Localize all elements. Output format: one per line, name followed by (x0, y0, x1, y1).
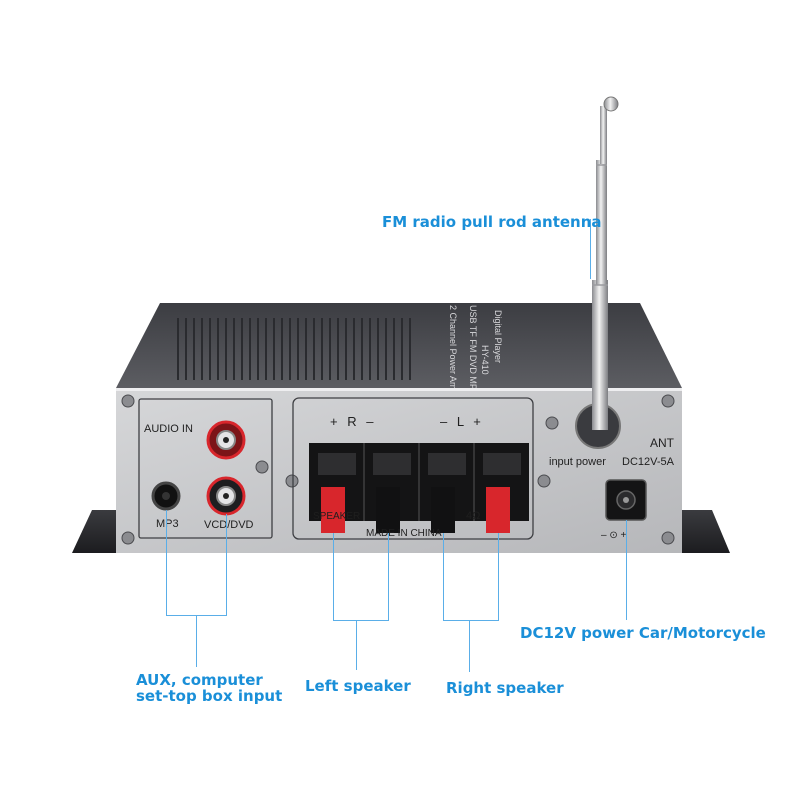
antenna-callout-line (590, 219, 591, 279)
mp3-label: MP3 (156, 518, 179, 530)
top-print-line3: 2 Channel Power Amplifier (448, 305, 458, 411)
top-print-model: HY-410 (480, 345, 490, 375)
terminal-black-right-minus (376, 487, 400, 533)
dc-polarity-label: – ⊙ + (601, 530, 627, 541)
top-vents (177, 318, 411, 380)
aux-callout-line-right (226, 514, 227, 616)
terminal-black-left-minus (431, 487, 455, 533)
right-speaker-callout: Right speaker (446, 679, 564, 697)
right-speaker-line-b (498, 533, 499, 621)
right-speaker-line-bottom (443, 620, 499, 621)
left-speaker-line-bottom (333, 620, 389, 621)
antenna-rod-mid (596, 160, 607, 285)
aux-callout-line-drop (196, 615, 197, 667)
antenna-tip (603, 96, 619, 112)
antenna-callout: FM radio pull rod antenna (382, 213, 602, 231)
left-speaker-callout: Left speaker (305, 677, 411, 695)
terminal-red-left-plus (486, 487, 510, 533)
right-channel-label: + R – (330, 414, 377, 429)
panel-screws (121, 394, 675, 545)
left-speaker-line-drop (356, 620, 357, 670)
left-channel-label: – L + (440, 414, 484, 429)
antenna-rod-upper (600, 106, 607, 164)
left-speaker-line-b (388, 533, 389, 621)
left-speaker-line-a (333, 533, 334, 621)
ant-label: ANT (650, 436, 674, 450)
speaker-box-outline (292, 397, 534, 540)
made-in-label: MADE IN CHINA (366, 528, 442, 539)
aux-callout-line2: set-top box input (136, 687, 283, 705)
top-print-line1: USB TF FM DVD MP3 (468, 305, 478, 395)
audio-in-label: AUDIO IN (144, 423, 193, 435)
speaker-label: SPEAKER (313, 511, 361, 522)
vcd-dvd-label: VCD/DVD (204, 519, 254, 531)
top-print-line2: Digital Player (493, 310, 503, 363)
dc-power-callout-line (626, 520, 627, 620)
top-print: 2 Channel Power Amplifier Digital Player… (448, 305, 503, 411)
right-speaker-line-a (443, 533, 444, 621)
dc-power-callout: DC12V power Car/Motorcycle (520, 624, 766, 642)
right-speaker-line-drop (469, 620, 470, 672)
terminal-red-right-plus (321, 487, 345, 533)
input-power-label: input power (549, 456, 606, 468)
aux-callout-line1: AUX, computer (136, 671, 263, 689)
antenna-rod-lower (592, 280, 608, 430)
aux-callout-line-left (166, 510, 167, 616)
input-box-outline (138, 398, 273, 539)
terminal-clips (321, 487, 510, 533)
impedance-label: 4Ω (466, 510, 481, 522)
dc-rating-label: DC12V-5A (622, 456, 674, 468)
